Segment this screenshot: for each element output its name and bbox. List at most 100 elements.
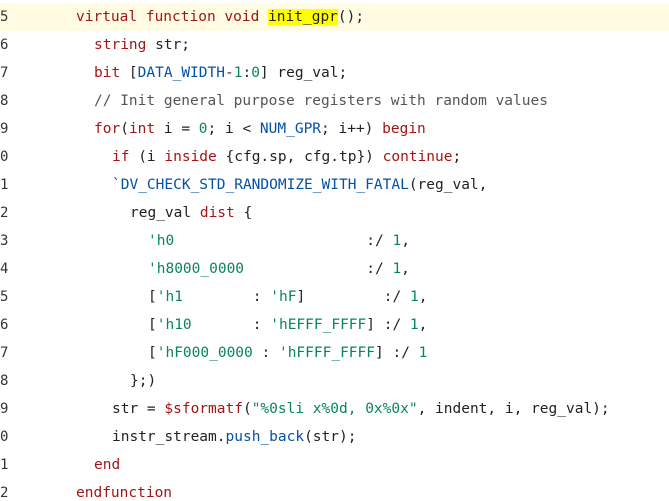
code-token: ( (242, 401, 252, 417)
code-token: 'hEFFF_FFFF (270, 317, 367, 333)
code-token: 'hFFFF_FFFF (278, 345, 375, 361)
code-token: : (182, 289, 271, 305)
code-text: ['h1 : 'hF] :/ 1, (148, 283, 427, 311)
code-token: : (242, 65, 252, 81)
code-token: ; i++) (321, 121, 383, 137)
code-token: instr_stream. (112, 429, 226, 445)
code-token: {cfg.sp, cfg.tp}) (216, 149, 383, 165)
code-line[interactable]: 1 `DV_CHECK_STD_RANDOMIZE_WITH_FATAL(reg_… (0, 171, 669, 199)
code-token: };) (130, 373, 157, 389)
code-token: [ (120, 65, 138, 81)
code-token: dist (199, 205, 235, 221)
code-line[interactable]: 2 reg_val dist { (0, 199, 669, 227)
code-text: virtual function void init_gpr(); (76, 3, 364, 31)
code-token: 'hF000_0000 (156, 345, 253, 361)
code-token: 0 (251, 65, 260, 81)
code-text: };) (130, 367, 156, 395)
line-number: 0 (0, 149, 9, 165)
code-token: [ (148, 317, 157, 333)
code-text: `DV_CHECK_STD_RANDOMIZE_WITH_FATAL(reg_v… (112, 171, 487, 199)
line-number: 7 (0, 65, 9, 81)
code-token: str = (112, 401, 165, 417)
line-number: 8 (0, 93, 9, 109)
code-text: 'h8000_0000 :/ 1, (148, 255, 410, 283)
line-number: 5 (0, 289, 9, 305)
code-token: 1 (392, 233, 402, 249)
code-token: end (94, 457, 121, 473)
code-line[interactable]: 5 ['h1 : 'hF] :/ 1, (0, 283, 669, 311)
line-number: 0 (0, 429, 9, 445)
code-line[interactable]: 3 'h0 :/ 1, (0, 227, 669, 255)
code-line[interactable]: 4'h8000_0000 :/ 1, (0, 255, 669, 283)
code-token: (); (337, 9, 365, 25)
code-token: { (234, 205, 253, 221)
code-token: (reg_val, (408, 177, 488, 193)
code-token: 'h10 (156, 317, 192, 333)
line-number: 3 (0, 233, 9, 249)
code-token: : (191, 317, 271, 333)
code-token: ( (120, 121, 129, 137)
code-token: 1 (418, 345, 428, 361)
code-token: DATA_WIDTH (137, 65, 225, 81)
code-token: : (252, 345, 279, 361)
line-number: 6 (0, 317, 9, 333)
code-line[interactable]: 7 ['hF000_0000 : 'hFFFF_FFFF] :/ 1 (0, 339, 669, 367)
code-token: 'h1 (156, 289, 183, 305)
code-token: str; (146, 37, 191, 53)
line-number: 1 (0, 177, 9, 193)
code-text: for(int i = 0; i < NUM_GPR; i++) begin (94, 115, 426, 143)
code-token: [ (148, 289, 157, 305)
code-token: 1 (392, 261, 402, 277)
code-token: begin (382, 121, 426, 137)
code-token: :/ (244, 261, 393, 277)
code-token: i = (155, 121, 199, 137)
code-token: [ (148, 345, 157, 361)
line-number: 8 (0, 373, 9, 389)
code-token: push_back (225, 429, 305, 445)
code-token: 'h8000_0000 (148, 261, 245, 277)
code-token: continue (382, 149, 453, 165)
code-token: 0 (198, 121, 208, 137)
code-line[interactable]: 5 virtual function void init_gpr(); (0, 3, 669, 31)
code-line[interactable]: 8 // Init general purpose registers with … (0, 87, 669, 115)
code-text: // Init general purpose registers with r… (94, 87, 548, 115)
code-token: endfunction (76, 485, 173, 501)
code-token: // Init general purpose registers with r… (94, 93, 548, 109)
code-token: (str); (304, 429, 357, 445)
code-token: $sformatf (164, 401, 243, 417)
search-match-highlight: init_gpr (268, 9, 338, 25)
code-token: string (94, 37, 147, 53)
code-token: "%0sli x%0d, 0x%0x" (251, 401, 418, 417)
line-number: 9 (0, 401, 9, 417)
code-token: :/ (174, 233, 393, 249)
code-token: , (418, 289, 428, 305)
code-text: endfunction (76, 479, 172, 501)
code-line[interactable]: 0 instr_stream.push_back(str); (0, 423, 669, 451)
code-token: int (128, 121, 156, 137)
line-number: 7 (0, 345, 9, 361)
code-text: end (94, 451, 120, 479)
code-line[interactable]: 8};) (0, 367, 669, 395)
code-token: reg_val (130, 205, 200, 221)
code-token: virtual function void (76, 9, 269, 25)
code-token: , (401, 233, 410, 249)
code-token: ] :/ (375, 345, 419, 361)
code-text: reg_val dist { (130, 199, 252, 227)
line-number: 5 (0, 9, 9, 25)
line-number: 2 (0, 205, 9, 221)
code-line[interactable]: 6['h10 : 'hEFFF_FFFF] :/ 1, (0, 311, 669, 339)
code-token: for (94, 121, 121, 137)
code-text: string str; (94, 31, 190, 59)
code-text: 'h0 :/ 1, (148, 227, 410, 255)
code-token: 1 (409, 289, 419, 305)
code-token: ] :/ (296, 289, 410, 305)
code-line[interactable]: 6 string str; (0, 31, 669, 59)
line-number: 6 (0, 37, 9, 53)
